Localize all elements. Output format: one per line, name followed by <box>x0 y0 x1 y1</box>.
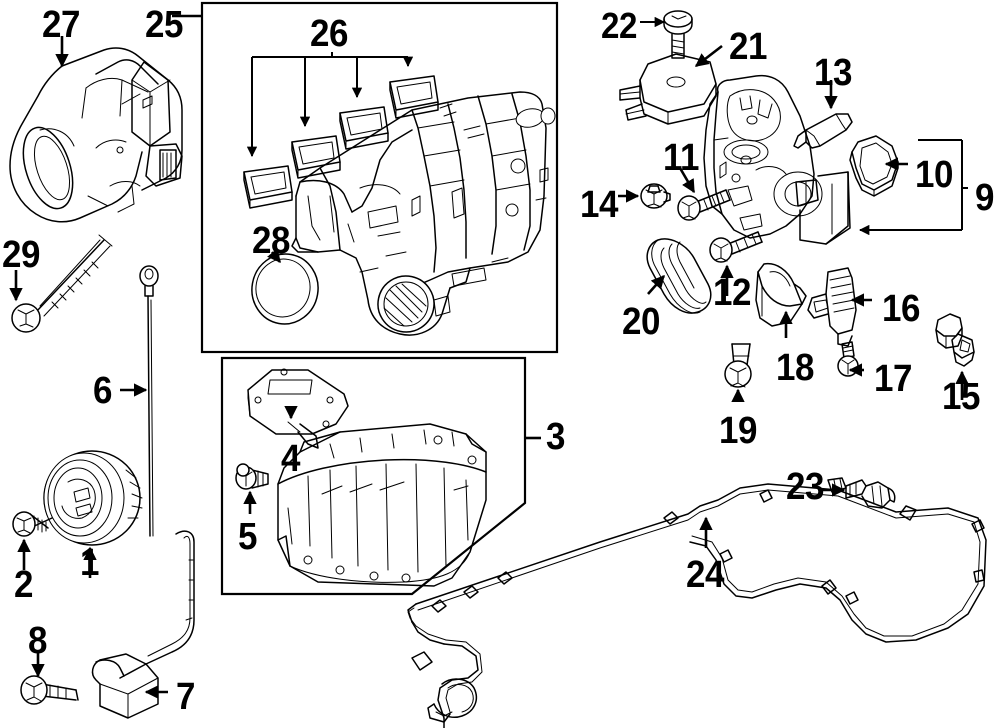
part-oil-cooler-bolt-upper <box>663 10 693 59</box>
callout-label-2: 2 <box>14 564 33 606</box>
callout-label-6: 6 <box>93 370 112 412</box>
callout-label-21: 21 <box>729 26 767 68</box>
callout-label-19: 19 <box>719 410 757 452</box>
part-pulley-bolt <box>12 511 53 537</box>
callout-label-10: 10 <box>915 154 953 196</box>
part-oil-filter-housing <box>703 74 851 245</box>
part-throttle-body <box>9 47 183 223</box>
callout-label-15: 15 <box>942 376 980 418</box>
part-dipstick <box>139 265 159 537</box>
group-box-oil-pan <box>220 356 527 596</box>
part-housing-gasket <box>849 135 899 197</box>
part-intake-manifold <box>291 91 556 336</box>
callout-label-25: 25 <box>145 4 183 46</box>
part-dipstick-tube-bolt <box>20 675 79 705</box>
part-housing-bolt-12 <box>709 231 763 263</box>
part-adapter-stud <box>807 267 857 347</box>
callout-label-16: 16 <box>882 288 920 330</box>
part-oil-pan <box>277 423 487 587</box>
part-engine-oil-cooler <box>619 53 717 125</box>
leader-28 <box>267 248 282 264</box>
leader-11 <box>678 167 696 194</box>
part-intake-manifold-gaskets <box>243 75 439 209</box>
part-oil-cooler-bolt-19 <box>724 343 752 388</box>
callout-label-1: 1 <box>80 542 99 584</box>
callout-label-3: 3 <box>546 416 565 458</box>
callout-label-4: 4 <box>281 438 300 480</box>
callout-label-11: 11 <box>663 137 700 179</box>
callout-label-20: 20 <box>622 301 660 343</box>
callout-label-23: 23 <box>786 466 824 508</box>
callout-label-24: 24 <box>686 554 724 596</box>
part-crankshaft-pulley <box>43 450 143 546</box>
callout-label-8: 8 <box>28 620 47 662</box>
part-oil-pan-baffle <box>247 368 349 449</box>
callout-label-14: 14 <box>580 184 618 226</box>
callout-label-27: 27 <box>42 4 80 46</box>
callout-label-9: 9 <box>975 177 994 219</box>
callout-label-29: 29 <box>2 234 40 276</box>
callout-label-26: 26 <box>310 13 348 55</box>
part-dipstick-tube <box>91 530 195 719</box>
part-oil-cooler-lines <box>407 477 987 728</box>
part-housing-bolt-11 <box>677 189 731 221</box>
leader-26 <box>246 52 414 158</box>
part-relief-valve-pin <box>793 113 853 149</box>
callout-label-13: 13 <box>814 52 852 94</box>
part-oil-line-fitting <box>845 479 896 509</box>
callout-label-22: 22 <box>601 5 637 46</box>
part-pressure-sensor <box>935 313 975 367</box>
leader-9 <box>858 139 968 236</box>
callout-label-7: 7 <box>176 676 195 718</box>
leader-21 <box>694 44 723 68</box>
part-throttle-body-seal <box>251 253 319 325</box>
callout-label-28: 28 <box>252 220 290 262</box>
part-drain-plug <box>235 463 269 490</box>
part-housing-nut <box>640 183 671 209</box>
leader-20 <box>647 274 665 295</box>
callout-label-18: 18 <box>776 347 814 389</box>
part-housing-shield <box>755 262 807 327</box>
part-throttle-body-bolt <box>11 234 113 333</box>
callout-label-5: 5 <box>238 516 257 558</box>
group-box-intake-manifold <box>200 1 559 354</box>
callout-label-12: 12 <box>713 272 751 314</box>
callout-label-17: 17 <box>874 358 912 400</box>
